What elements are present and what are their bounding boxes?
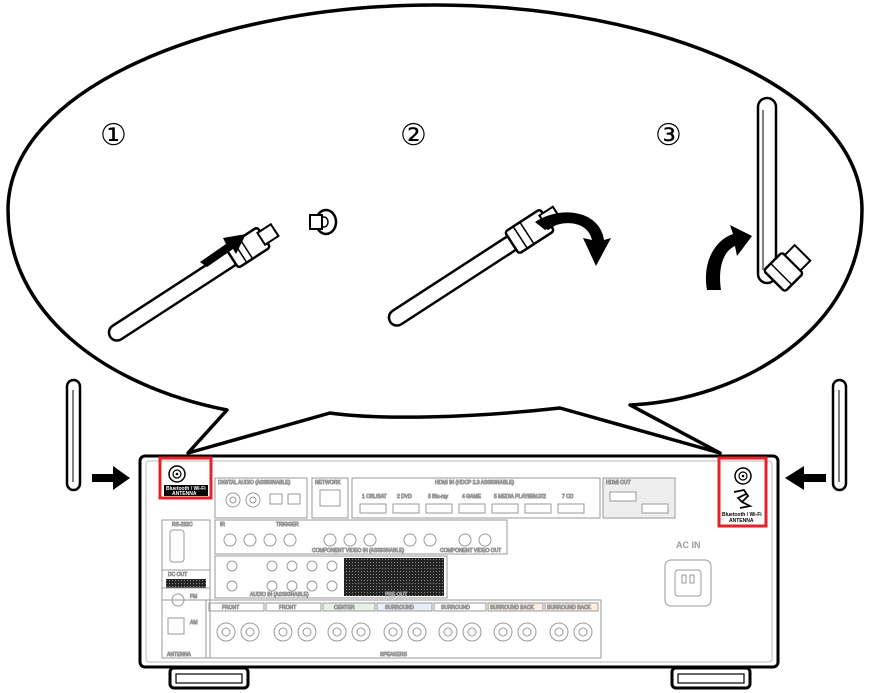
antenna-icon <box>756 96 812 292</box>
antenna-icon <box>107 222 280 342</box>
left-insert-arrow-icon <box>92 466 130 490</box>
push-arrow-icon <box>200 234 246 267</box>
panel-connectors: DIGITAL AUDIO (ASSIGNABLE) NETWORK HDMI … <box>161 477 712 659</box>
svg-text:DIGITAL AUDIO (ASSIGNABLE): DIGITAL AUDIO (ASSIGNABLE) <box>218 480 291 486</box>
svg-text:IR: IR <box>220 522 225 528</box>
right-antenna-terminal: Bluetooth / Wi-Fi ANTENNA <box>717 456 768 528</box>
step-2-number: ② <box>400 118 427 153</box>
svg-text:3 Blu-ray: 3 Blu-ray <box>428 494 449 500</box>
svg-text:SPEAKERS: SPEAKERS <box>380 652 408 658</box>
svg-text:SURROUND BACK: SURROUND BACK <box>490 605 535 611</box>
step-1-illustration <box>107 208 338 342</box>
bend-arrow-icon <box>705 225 752 290</box>
rotate-arrow-icon <box>535 212 611 266</box>
svg-text:PRE OUT: PRE OUT <box>385 592 407 598</box>
svg-text:HDMI OUT: HDMI OUT <box>606 480 631 486</box>
svg-text:ANTENNA: ANTENNA <box>729 518 754 524</box>
right-insert-arrow-icon <box>785 466 826 490</box>
svg-text:4 GAME: 4 GAME <box>462 494 482 500</box>
right-foot <box>670 666 752 690</box>
svg-text:1 CBL/SAT: 1 CBL/SAT <box>362 494 387 500</box>
svg-text:SURROUND BACK: SURROUND BACK <box>547 605 592 611</box>
callout-bubble <box>6 3 864 455</box>
svg-text:CENTER: CENTER <box>334 605 355 611</box>
svg-text:AM: AM <box>190 620 198 626</box>
svg-text:FM: FM <box>190 594 197 600</box>
svg-text:FRONT: FRONT <box>279 605 296 611</box>
svg-text:HDMI IN (HDCP 2.3 ASSIGNABLE): HDMI IN (HDCP 2.3 ASSIGNABLE) <box>435 480 514 486</box>
svg-text:FRONT: FRONT <box>222 605 239 611</box>
receiver-rear-panel: Bluetooth / Wi-Fi ANTENNA Bluetooth / Wi… <box>138 454 780 690</box>
svg-text:6 AUX2: 6 AUX2 <box>529 494 546 500</box>
right-antenna-icon <box>831 378 848 492</box>
left-antenna-terminal: Bluetooth / Wi-Fi ANTENNA <box>158 456 213 500</box>
svg-text:ANTENNA: ANTENNA <box>172 491 197 497</box>
svg-text:SURROUND: SURROUND <box>441 605 470 611</box>
bluetooth-icon <box>733 488 753 509</box>
svg-text:COMPONENT VIDEO OUT: COMPONENT VIDEO OUT <box>440 548 501 554</box>
svg-text:COMPONENT VIDEO IN (ASSIGNABLE: COMPONENT VIDEO IN (ASSIGNABLE) <box>312 548 404 554</box>
svg-text:DC OUT: DC OUT <box>168 572 187 578</box>
svg-text:Bluetooth / Wi-Fi: Bluetooth / Wi-Fi <box>722 512 762 518</box>
antenna-connector-icon <box>309 208 338 236</box>
left-antenna-icon <box>65 378 82 492</box>
svg-text:5 MEDIA PLAYER: 5 MEDIA PLAYER <box>494 494 535 500</box>
svg-text:2 DVD: 2 DVD <box>397 494 412 500</box>
svg-text:TRIGGER: TRIGGER <box>276 522 299 528</box>
step-3-illustration <box>705 96 812 292</box>
svg-text:NETWORK: NETWORK <box>315 480 341 486</box>
step-2-illustration <box>387 205 611 327</box>
step-3-number: ③ <box>655 118 682 153</box>
svg-text:AC IN: AC IN <box>676 540 701 550</box>
svg-text:ANTENNA: ANTENNA <box>167 652 192 658</box>
svg-text:7 CD: 7 CD <box>562 494 574 500</box>
svg-text:SURROUND: SURROUND <box>385 605 414 611</box>
svg-text:AUDIO IN (ASSIGNABLE): AUDIO IN (ASSIGNABLE) <box>250 592 309 598</box>
svg-text:Bluetooth / Wi-Fi: Bluetooth / Wi-Fi <box>166 486 206 492</box>
left-foot <box>168 666 250 690</box>
step-1-number: ① <box>100 118 127 153</box>
svg-text:RS-232C: RS-232C <box>172 522 193 528</box>
